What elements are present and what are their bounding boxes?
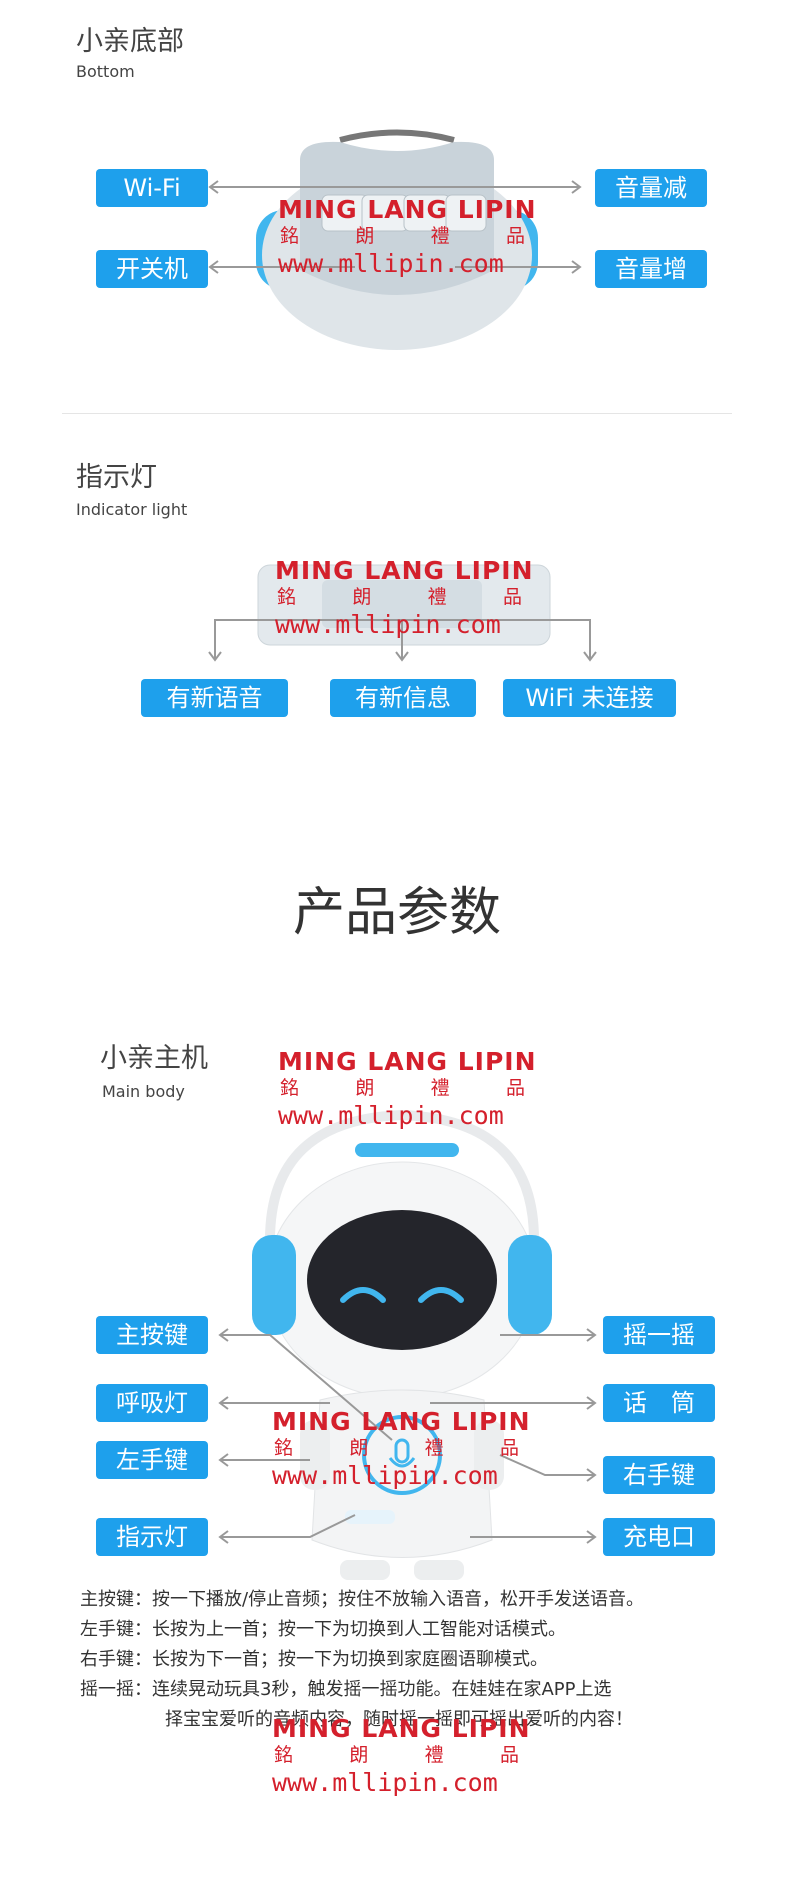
section-main-subtitle: Main body xyxy=(102,1082,185,1101)
watermark: MING LANG LIPIN 銘 朗 禮 品 www.mllipin.com xyxy=(272,1408,531,1492)
watermark-brand: MING LANG LIPIN xyxy=(272,1714,531,1743)
watermark-brand: MING LANG LIPIN xyxy=(278,1047,537,1076)
watermark-url: www.mllipin.com xyxy=(275,610,501,639)
section-divider xyxy=(62,413,732,414)
watermark: MING LANG LIPIN 銘 朗 禮 品 www.mllipin.com xyxy=(272,1715,531,1799)
section-bottom-title: 小亲底部 xyxy=(76,26,184,57)
section-indicator-title: 指示灯 xyxy=(76,462,157,493)
main-button-tag: 主按键 xyxy=(96,1316,208,1354)
watermark-char: 品 xyxy=(499,1437,519,1459)
watermark-char: 銘 xyxy=(274,1744,294,1766)
watermark-char: 朗 xyxy=(352,586,372,608)
breath-light-tag: 呼吸灯 xyxy=(96,1384,208,1422)
watermark-char: 品 xyxy=(505,1077,525,1099)
right-hand-tag: 右手键 xyxy=(603,1456,715,1494)
description-line: 摇一摇：连续晃动玩具3秒，触发摇一摇功能。在娃娃在家APP上选 xyxy=(80,1679,612,1700)
watermark-url: www.mllipin.com xyxy=(278,249,504,278)
section-main-title: 小亲主机 xyxy=(100,1043,208,1074)
watermark-char: 銘 xyxy=(280,225,300,247)
watermark-char: 禮 xyxy=(424,1744,444,1766)
watermark-char: 朗 xyxy=(355,225,375,247)
watermark-char: 銘 xyxy=(280,1077,300,1099)
watermark-url: www.mllipin.com xyxy=(278,1101,504,1130)
shake-tag: 摇一摇 xyxy=(603,1316,715,1354)
watermark-char: 禮 xyxy=(424,1437,444,1459)
indicator-tag: 指示灯 xyxy=(96,1518,208,1556)
description-line: 主按键：按一下播放/停止音频；按住不放输入语音，松开手发送语音。 xyxy=(80,1589,645,1610)
description-line: 右手键：长按为下一首；按一下为切换到家庭圈语聊模式。 xyxy=(80,1649,548,1670)
watermark-char: 朗 xyxy=(355,1077,375,1099)
indicator-device-image xyxy=(257,564,551,646)
params-title: 产品参数 xyxy=(292,883,501,943)
device-bottom-image xyxy=(256,129,538,350)
watermark: MING LANG LIPIN 銘 朗 禮 品 www.mllipin.com xyxy=(278,1048,537,1132)
new-voice-tag: 有新语音 xyxy=(141,679,288,717)
volume-down-tag: 音量减 xyxy=(595,169,707,207)
watermark-char: 銘 xyxy=(277,586,297,608)
left-hand-tag: 左手键 xyxy=(96,1441,208,1479)
watermark-url: www.mllipin.com xyxy=(272,1768,498,1797)
power-tag: 开关机 xyxy=(96,250,208,288)
volume-up-tag: 音量增 xyxy=(595,250,707,288)
description-line: 择宝宝爱听的音频内容，随时摇一摇即可摇出爱听的内容！ xyxy=(165,1709,633,1730)
watermark-url: www.mllipin.com xyxy=(272,1461,498,1490)
watermark-char: 禮 xyxy=(430,1077,450,1099)
watermark-brand: MING LANG LIPIN xyxy=(275,556,534,585)
watermark-char: 銘 xyxy=(274,1437,294,1459)
watermark-brand: MING LANG LIPIN xyxy=(272,1407,531,1436)
wifi-tag: Wi-Fi xyxy=(96,169,208,207)
new-info-tag: 有新信息 xyxy=(330,679,476,717)
charge-port-tag: 充电口 xyxy=(603,1518,715,1556)
watermark-char: 品 xyxy=(505,225,525,247)
section-indicator-subtitle: Indicator light xyxy=(76,500,188,519)
watermark: MING LANG LIPIN 銘 朗 禮 品 www.mllipin.com xyxy=(275,557,534,641)
section-bottom-subtitle: Bottom xyxy=(76,62,135,81)
watermark: MING LANG LIPIN 銘 朗 禮 品 www.mllipin.com xyxy=(278,196,537,280)
watermark-char: 品 xyxy=(502,586,522,608)
watermark-char: 品 xyxy=(499,1744,519,1766)
wifi-off-tag: WiFi 未连接 xyxy=(503,679,676,717)
watermark-char: 朗 xyxy=(349,1437,369,1459)
watermark-char: 朗 xyxy=(349,1744,369,1766)
watermark-char: 禮 xyxy=(430,225,450,247)
mic-tag: 话 筒 xyxy=(603,1384,715,1422)
watermark-char: 禮 xyxy=(427,586,447,608)
description-line: 左手键：长按为上一首；按一下为切换到人工智能对话模式。 xyxy=(80,1619,566,1640)
watermark-brand: MING LANG LIPIN xyxy=(278,195,537,224)
robot-image xyxy=(252,1109,552,1580)
